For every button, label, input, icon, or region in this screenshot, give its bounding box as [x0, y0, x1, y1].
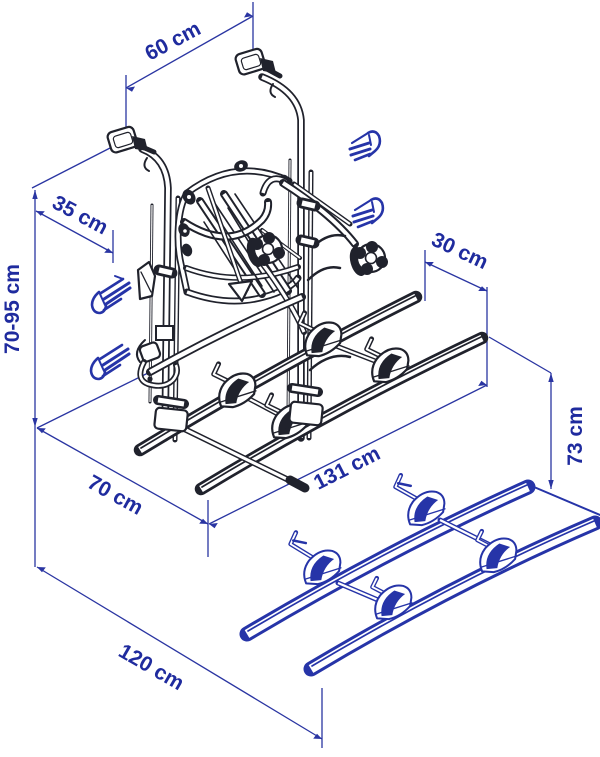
svg-text:70-95 cm: 70-95 cm — [1, 264, 24, 354]
svg-text:73 cm: 73 cm — [564, 406, 587, 466]
